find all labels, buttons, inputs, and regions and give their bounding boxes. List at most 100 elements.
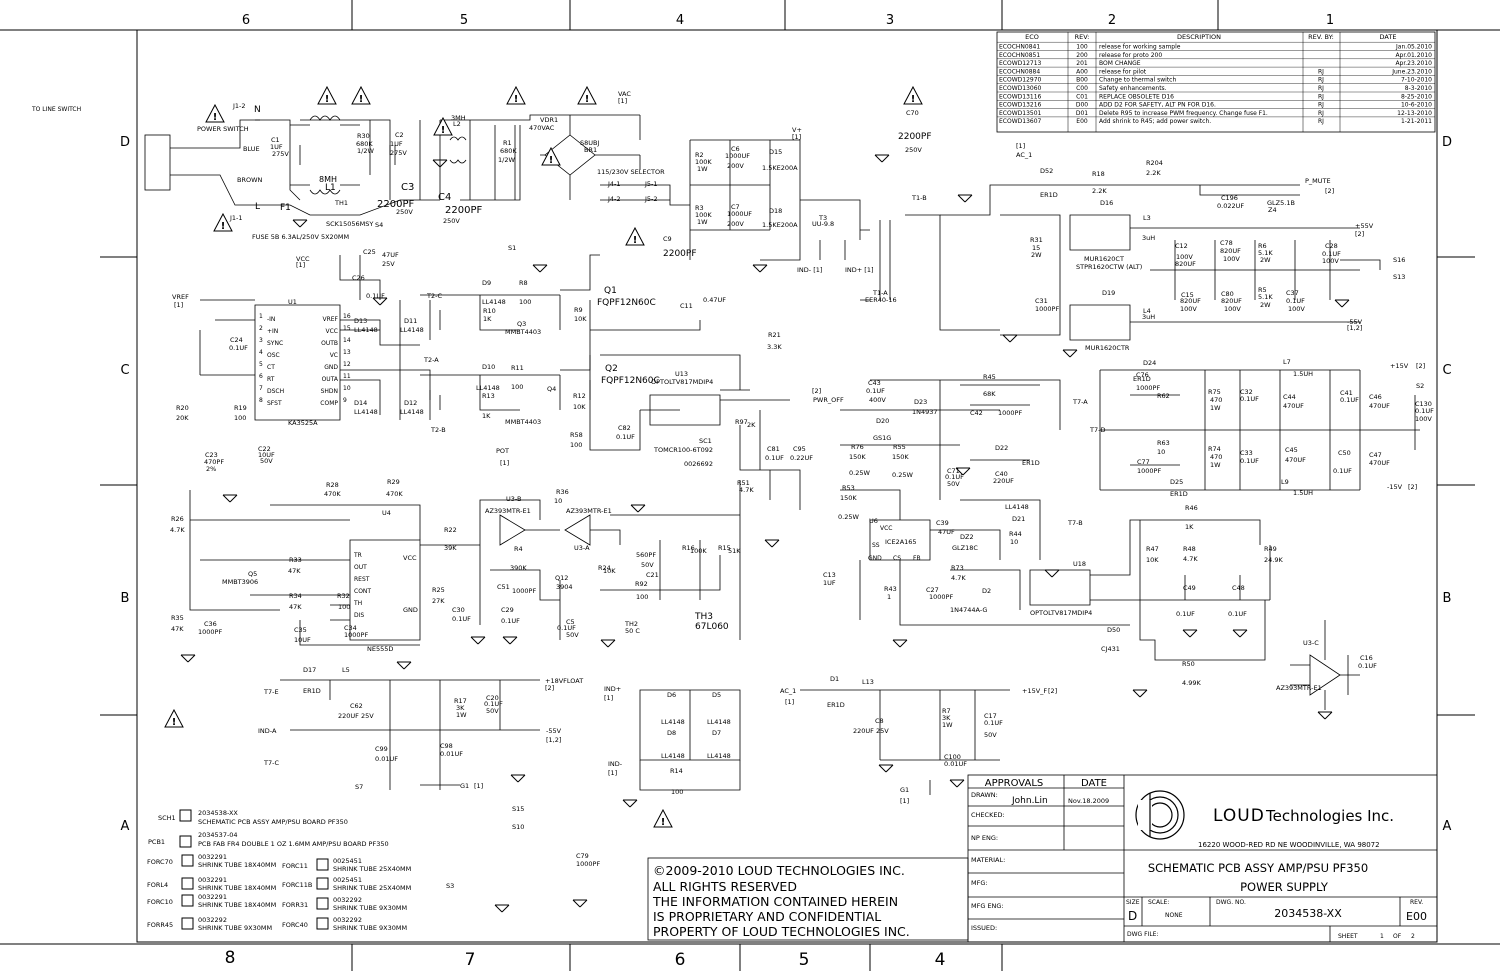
label-r36: R36: [556, 488, 569, 496]
label-r76: R76: [851, 443, 864, 451]
label-c15: C15: [1181, 291, 1194, 299]
u1-pin-name: OUTA: [322, 376, 339, 383]
label-c17-v: 0.1UF: [984, 719, 1003, 727]
label-c1-r: 275V: [272, 150, 289, 158]
u4-pin-name: DIS: [354, 612, 364, 619]
u1-pin-name: SYNC: [267, 340, 283, 347]
label-d52-v: ER1D: [1040, 191, 1058, 199]
label-c80-r: 100V: [1224, 305, 1241, 313]
zone-bottom-8: 8: [225, 948, 236, 968]
label-m55v2-pin: [1,2]: [1347, 324, 1362, 332]
tb-address: 16220 WOOD-RED RD NE WOODINVILLE, WA 980…: [1198, 841, 1380, 849]
eco-cell: RJ: [1318, 93, 1324, 100]
label-d10-v: LL4148: [476, 384, 500, 392]
label-q5-v: MMBT3906: [222, 578, 258, 586]
tb-issued: ISSUED:: [971, 924, 997, 932]
copyright-line-3: THE INFORMATION CONTAINED HEREIN: [652, 894, 898, 909]
label-ac1-pin: [1]: [1016, 142, 1025, 150]
label-r16: R16: [682, 544, 695, 552]
eco-cell: ADD D2 FOR SAFETY, ALT PN FOR D16.: [1099, 102, 1216, 109]
label-c4-r: 250V: [443, 217, 460, 225]
u1-pin-name: SHDN: [321, 388, 338, 395]
label-c28-v: 0.1UF: [1322, 250, 1341, 258]
label-c9-v: 2200PF: [663, 249, 697, 259]
label-d6-v: LL4148: [661, 718, 685, 726]
label-vplus-pin: [1]: [792, 133, 801, 141]
u4-pin-name: CONT: [354, 588, 371, 595]
label-s1: S1: [508, 244, 516, 252]
label-q1-v: FQPF12N60C: [597, 298, 656, 308]
label-r53-p: 0.25W: [838, 513, 859, 521]
zone-left-c: C: [120, 363, 129, 378]
eco-cell: Safety enhancements.: [1099, 85, 1167, 92]
title-block: APPROVALS DATE DRAWN: John.Lin Nov.18.20…: [967, 774, 1438, 943]
eco-cell: 10-6-2010: [1401, 102, 1432, 109]
label-vac-pin: [1]: [618, 97, 627, 105]
label-vdr1: VDR1: [540, 116, 558, 124]
shrink-desc: SHRINK TUBE 9X30MM: [333, 924, 407, 932]
u1-pin-number: 4: [259, 349, 263, 356]
label-r75-p: 1W: [1210, 404, 1221, 412]
label-r19: R19: [234, 404, 247, 412]
label-t7b: T7-B: [1067, 519, 1083, 527]
label-c9: C9: [663, 235, 672, 243]
label-m55v: -55V: [546, 727, 562, 735]
eco-cell: Apr.01.2010: [1395, 52, 1432, 59]
label-r97: R97: [735, 418, 748, 426]
label-r50: R50: [1182, 660, 1195, 668]
u1-pin-number: 14: [343, 337, 351, 344]
label-d2-v: 1N4744A-G: [950, 606, 987, 614]
label-d14: D14: [354, 399, 367, 407]
label-q12-v: 3904: [556, 583, 573, 591]
label-u13: U13: [675, 370, 688, 378]
label-r24-v: 10K: [603, 567, 616, 575]
shrink-ref: FORR31: [282, 901, 308, 909]
label-d5: D5: [712, 691, 721, 699]
label-indp2: IND+: [604, 685, 621, 693]
u6-pin-name: FB: [913, 555, 921, 562]
label-r32: R32: [337, 592, 350, 600]
label-r17-p: 1W: [456, 711, 467, 719]
label-d16-v: MUR1620CT: [1084, 255, 1124, 263]
label-r75-v: 470: [1210, 396, 1222, 404]
label-c21-v: 560PF: [636, 551, 656, 559]
label-d21: D21: [1012, 515, 1025, 523]
label-power-switch: POWER SWITCH: [197, 125, 249, 133]
label-c39: C39: [936, 519, 949, 527]
shrink-pn: 0032292: [198, 916, 227, 924]
label-u6: U6: [869, 517, 878, 525]
label-c31: C31: [1035, 297, 1048, 305]
label-c130-v: 0.1UF: [1415, 407, 1434, 415]
label-r18-v: 2.2K: [1092, 187, 1107, 195]
tb-rev-label: REV.: [1410, 899, 1423, 906]
tb-title-1: SCHEMATIC PCB ASSY AMP/PSU PF350: [1148, 861, 1368, 875]
eco-cell: BOM CHANGE: [1099, 60, 1141, 67]
label-br1-v: S8UBJ: [580, 139, 599, 147]
label-d11-v: LL4148: [400, 326, 424, 334]
checkbox-box: [316, 858, 329, 871]
label-r34-v: 47K: [289, 603, 302, 611]
label-r5-v: 5.1K: [1258, 293, 1273, 301]
label-t7c: T7-C: [263, 759, 279, 767]
u1-pin-name: SFST: [267, 400, 282, 407]
line-switch-note: TO LINE SWITCH: [31, 106, 81, 113]
checkbox-box: [181, 894, 194, 907]
eco-header-date: DATE: [1380, 33, 1397, 41]
label-c78: C78: [1220, 239, 1233, 247]
u1-pin-number: 5: [259, 361, 263, 368]
label-r55-p: 0.25W: [892, 471, 913, 479]
label-c70-r: 250V: [905, 146, 922, 154]
tb-rev: E00: [1406, 910, 1427, 923]
label-c25-v: 47UF: [382, 251, 399, 259]
eco-cell: 100: [1076, 44, 1088, 51]
label-g1b: G1: [900, 786, 909, 794]
label-c11-v: 0.47UF: [703, 296, 726, 304]
label-c130: C130: [1415, 400, 1432, 408]
eco-cell: ECOCHN0884: [999, 68, 1040, 75]
label-c8-v: 220UF 25V: [853, 727, 889, 735]
eco-cell: release for proto 200: [1099, 52, 1162, 59]
label-d8: D8: [667, 729, 676, 737]
label-c21-r: 50V: [641, 561, 654, 569]
u4-pin-name: TR: [353, 552, 362, 559]
label-r7-v: 3K: [942, 714, 951, 722]
